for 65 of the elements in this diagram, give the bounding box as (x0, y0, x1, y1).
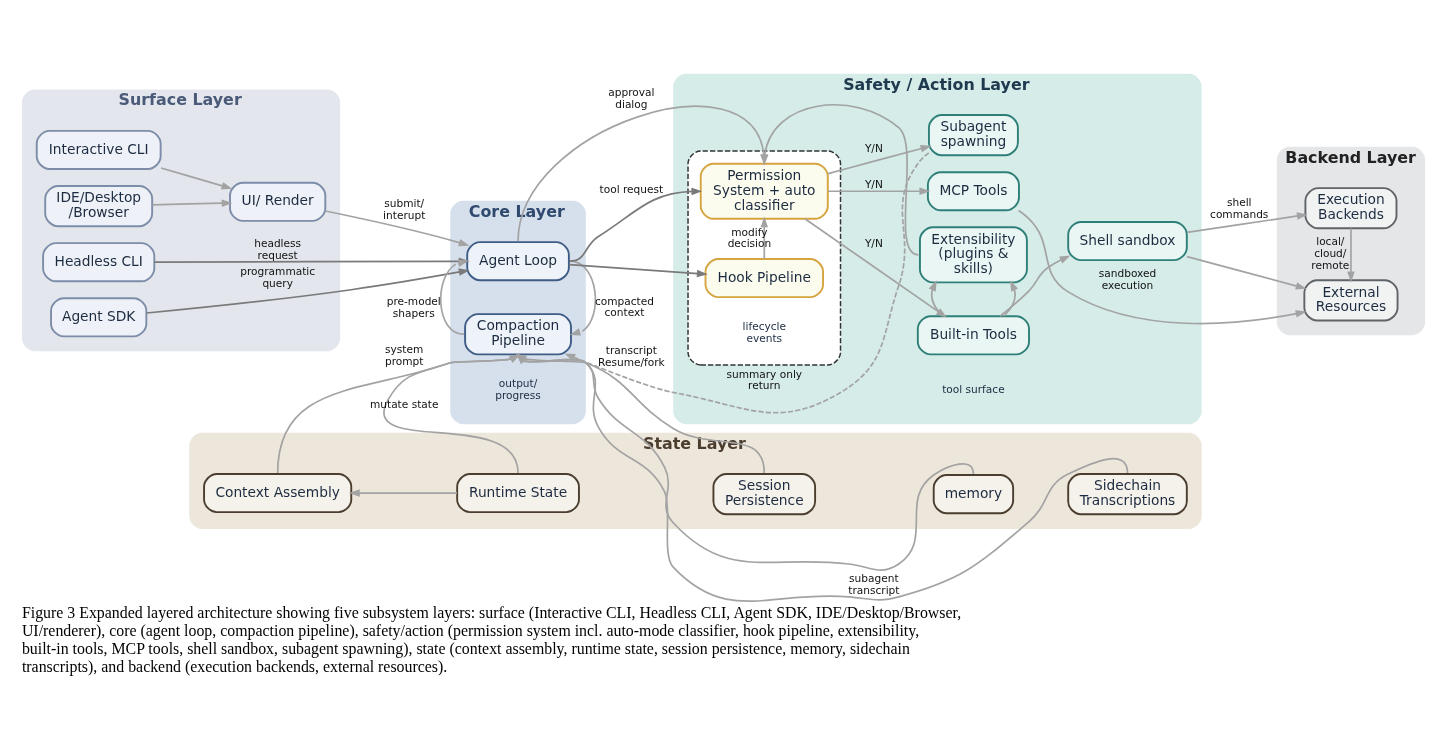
edge-label: compacted context (594, 294, 654, 318)
node-box: Execution Backends (1303, 186, 1397, 229)
edge-label: pre-model shapers (386, 294, 441, 319)
arrow (348, 488, 458, 497)
arrow (1017, 209, 1306, 324)
arrow (568, 259, 596, 336)
node-box: UI/ Render (228, 181, 326, 222)
arrow (159, 166, 232, 189)
arrow (826, 144, 931, 175)
node-box: Hook Pipeline (704, 257, 824, 298)
arrow (1185, 211, 1308, 233)
edge-label: Y/N (864, 236, 883, 249)
node-box: MCP Tools (926, 170, 1020, 211)
node-box: Built-in Tools (916, 314, 1030, 355)
label: tool surface (941, 382, 1005, 395)
node-box: External Resources (1302, 278, 1398, 321)
arrow (151, 198, 232, 207)
node-box: Interactive CLI (35, 129, 162, 170)
arrow (145, 267, 470, 314)
node-box: memory (932, 473, 1014, 514)
edge-label: summary only return (725, 367, 802, 391)
node-box: Extensibility (plugins & skills) (918, 225, 1028, 283)
edge-label: sandboxed execution (1098, 266, 1156, 291)
arrow (567, 263, 708, 277)
arrow (276, 353, 520, 474)
node-box: Context Assembly (202, 472, 352, 513)
edge-label: mutate state (369, 397, 438, 410)
node-box: Agent Loop (465, 240, 570, 281)
node-box: Session Persistence (712, 472, 816, 515)
edge-label: system prompt (384, 342, 423, 367)
label: output/ progress (494, 376, 541, 401)
node-box: Subagent spawning (927, 113, 1019, 156)
arrow (324, 209, 470, 246)
node-box: Sidechain Transcriptions (1066, 472, 1188, 515)
label: lifecycle events (742, 319, 786, 344)
edge-label: subagent transcript (847, 571, 899, 596)
node-box: Headless CLI (41, 241, 155, 282)
edge-label: transcript Resume/fork (597, 343, 665, 368)
edge-label: tool request (599, 182, 663, 195)
edge-label: Y/N (864, 177, 883, 190)
edge-label: shell commands (1209, 195, 1268, 220)
edge-label: approval dialog (607, 85, 654, 110)
cluster (686, 149, 841, 366)
edge-label: submit/ interupt (382, 196, 425, 221)
node-box: Runtime State (455, 472, 580, 513)
edge-label: Y/N (864, 141, 883, 154)
arrow (998, 255, 1070, 317)
arrow (568, 187, 702, 262)
arrow (382, 353, 520, 474)
edge-label: programmatic query (239, 264, 315, 289)
node-box: Permission System + auto classifier (699, 162, 829, 220)
caption: Figure 3 Expanded layered architecture showing five subsystem layers: surface (Interactive CLI, Headless CLI, Agent SDK, IDE/Desktop/Browser, UI/renderer), core (agent loop, compaction pipeline), safety/action (permission system incl. auto-mode classifier, hook pipeline, extensibility, built-in tools, MCP tools, shell sandbox, subagent spawning), state (context assembly, runtime state, session persistence, memory, sidechain transcripts), and backend (execution backends, external resources). (21, 603, 961, 675)
node-box: Shell sandbox (1066, 220, 1188, 261)
arrow (760, 216, 768, 260)
edge-label: modify decision (727, 225, 771, 249)
arrow (1185, 255, 1307, 290)
arrow (1002, 279, 1018, 317)
arrow (1346, 227, 1355, 282)
edge-label: headless request (253, 236, 301, 261)
node-box: Compaction Pipeline (463, 312, 572, 355)
arrow (928, 279, 944, 317)
arrow (826, 186, 930, 195)
node-box: Agent SDK (49, 296, 147, 337)
edge-label: local/ cloud/ remote (1310, 234, 1349, 271)
node-box: IDE/Desktop /Browser (43, 184, 153, 227)
